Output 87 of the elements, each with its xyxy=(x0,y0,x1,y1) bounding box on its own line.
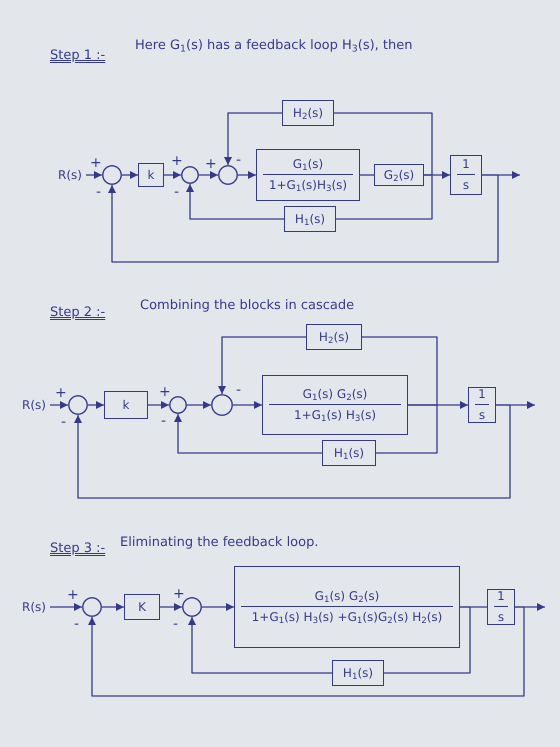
signal-arrow xyxy=(233,401,262,409)
signal-line xyxy=(360,174,374,176)
step-heading: Step 3 :- xyxy=(50,541,106,557)
numerator: 1 xyxy=(475,387,489,405)
summing-junction xyxy=(169,396,187,414)
signal-arrow xyxy=(86,171,102,179)
numerator: G$_{1}$(s) G$_{2}$(s) xyxy=(269,387,401,405)
input-label: R(s) xyxy=(18,397,50,413)
feedback-block: H$_{1}$(s) xyxy=(284,206,336,232)
signal-arrow xyxy=(88,606,525,697)
step-description: Combining the blocks in cascade xyxy=(140,298,354,314)
signal-arrow xyxy=(238,171,256,179)
minus-sign: - xyxy=(74,616,80,633)
signal-arrow xyxy=(164,171,181,179)
input-label: R(s) xyxy=(54,167,86,183)
denominator: s xyxy=(498,609,504,625)
signal-arrow xyxy=(202,603,234,611)
integrator-block xyxy=(487,589,515,625)
feedback-block: H$_{1}$(s) xyxy=(322,440,376,466)
integrator-block xyxy=(450,155,482,195)
summing-junction xyxy=(102,165,122,185)
minus-sign: - xyxy=(173,616,178,633)
signal-arrow xyxy=(188,617,332,674)
plus-sign: + xyxy=(55,385,67,402)
step-heading: Step 1 :- xyxy=(50,48,106,64)
minus-sign: - xyxy=(236,152,242,169)
plus-sign: + xyxy=(159,384,171,401)
signal-arrow xyxy=(160,603,182,611)
signal-arrow xyxy=(148,401,169,409)
integrator-block xyxy=(468,387,496,423)
gain-block: k xyxy=(104,391,148,419)
minus-sign: - xyxy=(96,184,102,201)
denominator: s xyxy=(462,177,470,193)
denominator: 1+G$_{1}$(s) H$_{3}$(s) xyxy=(294,407,376,423)
plus-sign: + xyxy=(205,156,217,173)
minus-sign: - xyxy=(161,413,166,430)
signal-arrow xyxy=(122,171,138,179)
plus-sign: + xyxy=(67,587,79,604)
summing-junction xyxy=(218,165,238,185)
numerator: 1 xyxy=(494,589,508,607)
signal-line xyxy=(334,112,433,176)
summing-junction xyxy=(82,597,102,617)
denominator: 1+G$_{1}$(s)H$_{3}$(s) xyxy=(268,177,348,193)
signal-arrow xyxy=(108,174,499,263)
signal-line xyxy=(362,336,438,406)
transfer-function-block xyxy=(256,149,360,201)
signal-arrow xyxy=(187,401,211,409)
signal-line xyxy=(376,404,438,454)
plus-sign: + xyxy=(173,586,185,603)
plus-sign: + xyxy=(90,155,102,172)
summing-junction xyxy=(181,166,199,184)
summing-junction xyxy=(182,597,202,617)
signal-line xyxy=(384,606,471,674)
summing-junction xyxy=(211,394,233,416)
denominator: s xyxy=(478,407,486,423)
transfer-function-block xyxy=(262,375,408,435)
denominator: 1+G$_{1}$(s) H$_{3}$(s) +G$_{1}$(s)G$_{2}$(s) H$_{2}$(s) xyxy=(252,609,442,625)
transfer-function-block: G$_{2}$(s) xyxy=(374,164,424,186)
numerator: 1 xyxy=(457,157,475,175)
gain-block: K xyxy=(124,594,160,620)
signal-arrow xyxy=(224,112,282,165)
numerator: G$_{1}$(s) xyxy=(263,157,353,175)
feedback-block: H$_{2}$(s) xyxy=(282,100,334,126)
signal-arrow xyxy=(174,414,322,454)
signal-arrow xyxy=(102,603,124,611)
signal-arrow xyxy=(88,401,104,409)
minus-sign: - xyxy=(236,382,242,399)
plus-sign: + xyxy=(171,153,183,170)
feedback-block: H$_{2}$(s) xyxy=(306,324,362,350)
signal-arrow xyxy=(186,184,284,220)
minus-sign: - xyxy=(61,414,66,431)
numerator: G$_{1}$(s) G$_{2}$(s) xyxy=(241,589,453,607)
signal-line xyxy=(336,174,433,220)
signal-arrow xyxy=(50,603,82,611)
summing-junction xyxy=(68,395,88,415)
step-description: Eliminating the feedback loop. xyxy=(120,535,318,551)
signal-arrow xyxy=(74,404,511,499)
minus-sign: - xyxy=(174,184,180,201)
signal-arrow xyxy=(218,336,306,394)
signal-arrow xyxy=(199,171,218,179)
transfer-function-block xyxy=(234,566,460,648)
step-heading: Step 2 :- xyxy=(50,305,106,321)
input-label: R(s) xyxy=(18,599,50,615)
signal-arrow xyxy=(50,401,68,409)
step-description: Here G$_{1}$(s) has a feedback loop H$_{3}$(s), then xyxy=(135,38,413,54)
gain-block: k xyxy=(138,163,164,187)
feedback-block: H$_{1}$(s) xyxy=(332,660,384,686)
